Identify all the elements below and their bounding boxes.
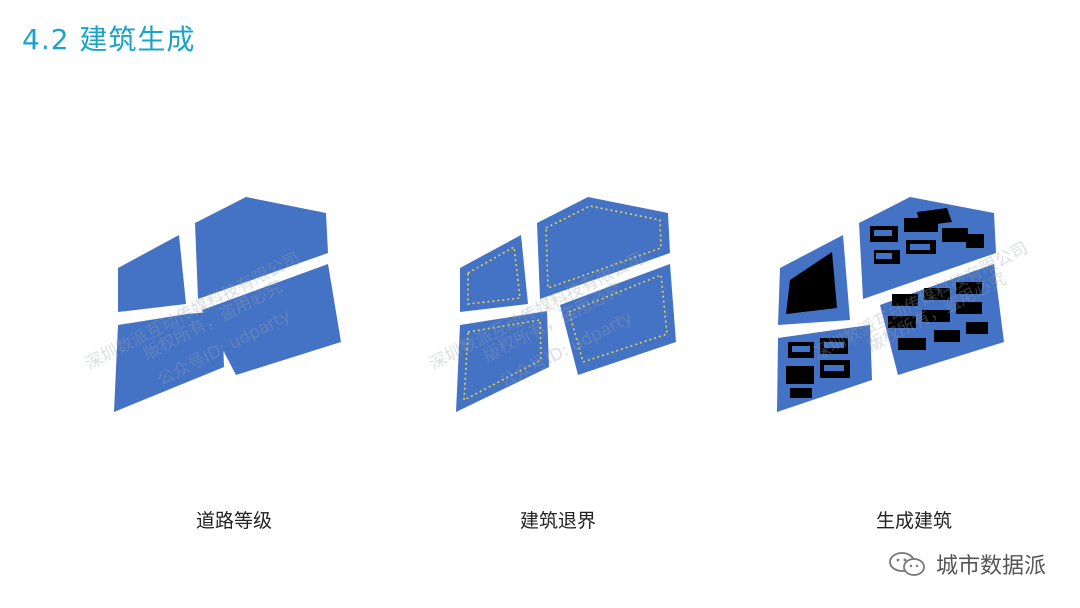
block-bottom-left <box>114 311 224 412</box>
block-top-right <box>195 197 328 299</box>
setback-bottom-right <box>568 273 668 364</box>
setback-top-left <box>467 245 521 305</box>
diagram-road-hierarchy <box>106 190 366 420</box>
caption-building-setback: 建筑退界 <box>519 510 596 532</box>
block-bottom-right <box>560 264 676 375</box>
building-setback-svg <box>456 197 676 412</box>
setback-bottom-left <box>463 319 542 402</box>
caption-road-hierarchy: 道路等级 <box>195 510 272 532</box>
wechat-icon <box>888 551 928 577</box>
setback-top-right <box>545 205 662 290</box>
diagram-generated-buildings <box>772 190 1032 420</box>
generated-buildings-svg <box>777 197 1004 412</box>
diagram-building-setback <box>448 190 708 420</box>
block-bottom-left <box>456 311 549 412</box>
footer-brand: 城市数据派 <box>888 548 1046 580</box>
block-top-right <box>537 197 670 299</box>
footer-brand-text: 城市数据派 <box>935 554 1046 579</box>
page-title: 4.2 建筑生成 <box>22 23 196 56</box>
buildings-bottom-right <box>888 282 988 350</box>
caption-generated-buildings: 生成建筑 <box>875 510 952 532</box>
block-top-left <box>118 235 186 312</box>
building-large <box>786 252 837 314</box>
block-top-left <box>460 235 528 312</box>
road-hierarchy-svg <box>114 197 341 412</box>
block-bottom-right <box>202 264 341 375</box>
